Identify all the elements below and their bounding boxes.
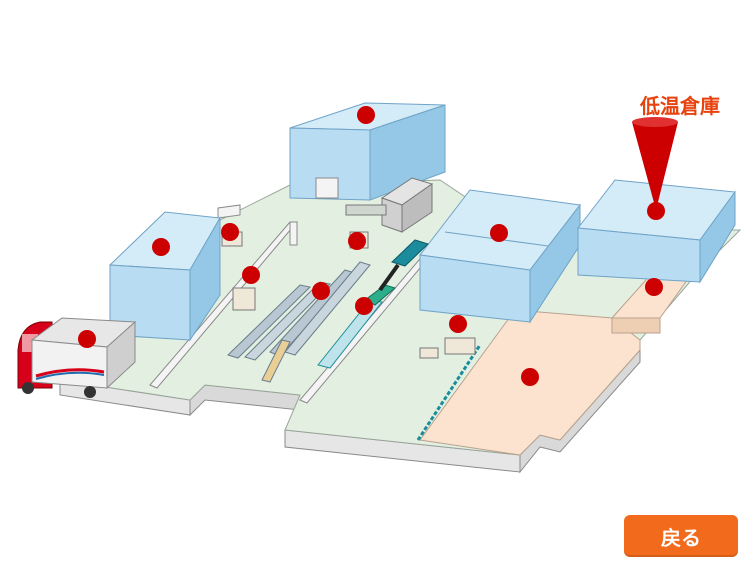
hotspot-center-building[interactable] [490, 224, 508, 242]
hotspot-rack-upper[interactable] [348, 232, 366, 250]
hotspot-packing-area[interactable] [449, 315, 467, 333]
callout-pointer [632, 117, 678, 210]
hotspot-left-machine[interactable] [221, 223, 239, 241]
cold-warehouse-label: 低温倉庫 [640, 94, 720, 118]
hotspot-layer [78, 106, 665, 386]
hotspot-conveyor[interactable] [355, 297, 373, 315]
hotspot-left-building[interactable] [152, 238, 170, 256]
back-button[interactable]: 戻る [624, 515, 738, 557]
hotspot-rack-center[interactable] [312, 282, 330, 300]
hotspot-workstation[interactable] [242, 266, 260, 284]
dock-machine [345, 177, 434, 233]
hotspot-upper-building[interactable] [357, 106, 375, 124]
hotspot-cold-floor[interactable] [521, 368, 539, 386]
truck [17, 317, 137, 398]
storage-racks [227, 261, 371, 383]
conveyor-line [317, 239, 482, 441]
hotspot-cold-warehouse[interactable] [647, 202, 665, 220]
hotspot-cold-room[interactable] [645, 278, 663, 296]
hotspot-truck[interactable] [78, 330, 96, 348]
